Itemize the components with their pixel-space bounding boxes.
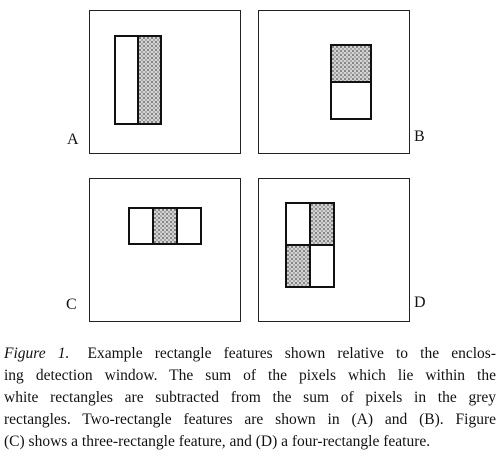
white-rectangle (128, 207, 154, 245)
grey-rectangle (330, 44, 372, 83)
white-rectangle (330, 81, 372, 120)
panel-c (89, 178, 241, 322)
caption-line: (C) shows a three-rectangle feature, and… (4, 433, 431, 450)
white-rectangle (309, 244, 335, 288)
figure-caption: Figure 1. Example rectangle features sho… (4, 343, 496, 453)
panel-label-a: A (67, 131, 79, 148)
grey-rectangle (152, 207, 178, 245)
grey-rectangle (285, 244, 311, 288)
white-rectangle (176, 207, 202, 245)
panel-b (258, 10, 410, 154)
grey-rectangle (137, 35, 162, 125)
caption-line: Figure 1. Example rectangle features sho… (4, 343, 496, 365)
grey-rectangle (309, 202, 335, 246)
white-rectangle (114, 35, 139, 125)
caption-line: white rectangles are subtracted from the… (4, 389, 496, 406)
caption-text: Example rectangle features shown relativ… (87, 345, 496, 362)
caption-line: rectangles. Two-rectangle features are s… (4, 411, 496, 428)
panel-label-d: D (414, 294, 426, 311)
panel-a (89, 10, 241, 154)
caption-line: ing detection window. The sum of the pix… (4, 367, 496, 384)
panel-label-b: B (414, 128, 425, 145)
figure-label: Figure 1. (4, 345, 70, 362)
white-rectangle (285, 202, 311, 246)
panel-d (258, 178, 410, 322)
panel-label-c: C (66, 296, 77, 313)
